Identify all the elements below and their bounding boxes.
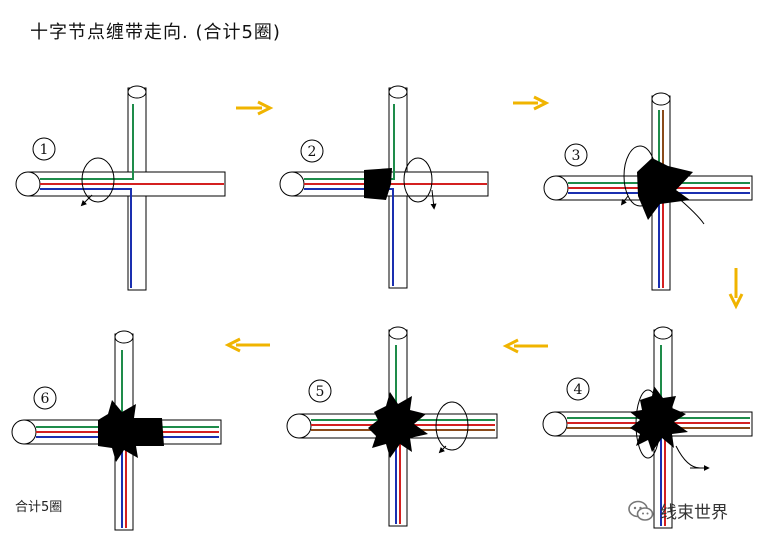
flow-arrow-left-2	[224, 337, 270, 353]
step-4-label: 4	[574, 382, 583, 398]
step-6-label: 6	[41, 391, 50, 407]
flow-arrow-left-1	[502, 338, 548, 354]
step-3-badge	[564, 143, 588, 167]
step-3-junction: 3	[543, 92, 753, 291]
step-4-junction: 4	[542, 326, 753, 529]
flow-arrow-right-1	[236, 100, 274, 116]
step-3-label: 3	[572, 148, 581, 164]
step-5-junction: 5	[286, 326, 498, 527]
step-5-badge	[308, 379, 332, 403]
footnote-total-wraps: 合计5圈	[15, 500, 63, 515]
watermark: 线束世界	[628, 498, 728, 523]
step-5-label: 5	[316, 384, 325, 400]
step-2-label: 2	[308, 144, 317, 160]
step-2-junction: 2	[279, 85, 489, 289]
step-2-badge	[300, 139, 324, 163]
step-6-badge	[33, 386, 57, 410]
watermark-text: 线束世界	[660, 503, 728, 523]
flow-arrow-down	[728, 268, 744, 310]
step-1-junction: 1	[15, 85, 226, 291]
step-1-badge	[32, 137, 56, 161]
step-1-label: 1	[40, 142, 49, 158]
wechat-icon	[628, 500, 654, 521]
flow-arrow-right-2	[513, 95, 550, 111]
step-6-junction: 6	[11, 330, 222, 531]
step-4-badge	[566, 377, 590, 401]
page-title: 十字节点缠带走向. (合计5圈)	[30, 22, 281, 43]
